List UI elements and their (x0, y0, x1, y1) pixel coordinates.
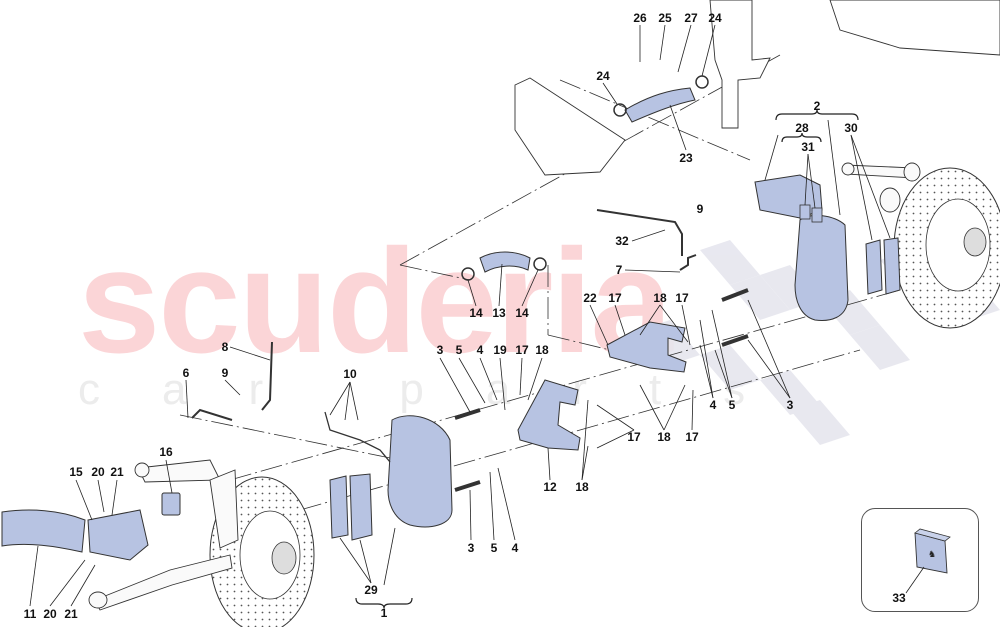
pin-3c (721, 288, 749, 302)
callout-label-2: 2 (813, 99, 821, 113)
callout-label-21: 21 (64, 607, 78, 621)
leader-lines (29, 24, 891, 607)
callout-label-26: 26 (633, 11, 647, 25)
callout-label-11: 11 (23, 607, 37, 621)
watermark-car-parts: car parts (78, 365, 808, 414)
callout-label-20: 20 (91, 465, 105, 479)
callout-label-24: 24 (708, 11, 722, 25)
duct-adapter-15 (87, 509, 149, 561)
brake-disc-right (893, 167, 1000, 329)
callout-label-9: 9 (696, 202, 704, 216)
group-brackets (355, 109, 859, 609)
callout-label-33: 33 (892, 591, 906, 605)
brake-pipe-8 (261, 341, 273, 411)
pin-3b (454, 480, 481, 492)
pin-3d (721, 334, 749, 347)
pin-3a (454, 408, 481, 420)
callout-label-31: 31 (801, 140, 815, 154)
callout-label-25: 25 (658, 11, 672, 25)
callout-label-20: 20 (43, 607, 57, 621)
callout-label-8: 8 (221, 340, 229, 354)
callout-label-5: 5 (728, 398, 736, 412)
callout-label-27: 27 (684, 11, 698, 25)
brake-pipe-7 (679, 254, 697, 271)
heat-shield-plate (514, 77, 626, 176)
callout-label-32: 32 (615, 234, 629, 248)
clamp-24b (695, 75, 709, 89)
heat-shield-22 (606, 321, 687, 373)
callout-label-16: 16 (159, 445, 173, 459)
callout-label-29: 29 (364, 583, 378, 597)
brake-caliper-1 (387, 415, 453, 528)
callout-label-18: 18 (535, 343, 549, 357)
hose-13 (479, 251, 531, 273)
callout-label-3: 3 (786, 398, 794, 412)
pad-31a (799, 204, 811, 220)
chassis-panel-top-right (829, 0, 1000, 56)
callout-label-15: 15 (69, 465, 83, 479)
clamp-24a (613, 103, 627, 117)
brake-pad-30a (865, 239, 883, 295)
callout-label-17: 17 (675, 291, 689, 305)
brake-pad-29b (349, 473, 373, 541)
watermark-scuderia: scuderia (78, 219, 673, 384)
clamp-14b (533, 257, 547, 271)
callout-label-17: 17 (515, 343, 529, 357)
callout-label-1: 1 (380, 606, 388, 620)
brake-pipe-32 (596, 209, 683, 256)
callout-label-22: 22 (583, 291, 597, 305)
bracket-16 (161, 492, 181, 516)
callout-label-19: 19 (493, 343, 507, 357)
clamp-14a (461, 267, 475, 281)
callout-label-5: 5 (490, 541, 498, 555)
heat-shield-12 (517, 379, 581, 451)
callout-label-30: 30 (844, 121, 858, 135)
inset-box-33: ♞ (861, 508, 979, 612)
suspension-arm-right (841, 162, 921, 213)
alignment-lines (179, 54, 901, 511)
caliper-assembly-2 (794, 214, 849, 321)
callout-label-21: 21 (110, 465, 124, 479)
callout-label-23: 23 (679, 151, 693, 165)
svg-text:♞: ♞ (928, 550, 936, 560)
callout-label-13: 13 (492, 306, 506, 320)
callout-label-6: 6 (182, 366, 190, 380)
brake-pad-30b (883, 237, 901, 295)
callout-label-17: 17 (608, 291, 622, 305)
callout-label-3: 3 (467, 541, 475, 555)
callout-label-14: 14 (515, 306, 529, 320)
callout-label-9: 9 (221, 366, 229, 380)
pad-31b (811, 207, 823, 223)
callout-label-12: 12 (543, 480, 557, 494)
callout-label-4: 4 (709, 398, 717, 412)
mounting-bracket-top (709, 0, 771, 129)
sensor-wire-10 (324, 411, 391, 463)
callout-label-18: 18 (657, 430, 671, 444)
callout-label-7: 7 (615, 263, 623, 277)
callout-label-10: 10 (343, 367, 357, 381)
callout-label-18: 18 (653, 291, 667, 305)
air-duct-11 (1, 509, 86, 553)
hose-23 (624, 87, 696, 123)
callout-label-17: 17 (685, 430, 699, 444)
brake-pipe-6 (191, 408, 233, 421)
callout-label-28: 28 (795, 121, 809, 135)
callout-label-14: 14 (469, 306, 483, 320)
callout-label-3: 3 (436, 343, 444, 357)
brake-pad-29a (329, 475, 349, 539)
suspension-arms-left (88, 459, 239, 611)
callout-label-24: 24 (596, 69, 610, 83)
callout-label-4: 4 (511, 541, 519, 555)
callout-label-4: 4 (476, 343, 484, 357)
callout-label-5: 5 (455, 343, 463, 357)
callout-label-17: 17 (627, 430, 641, 444)
callout-label-18: 18 (575, 480, 589, 494)
